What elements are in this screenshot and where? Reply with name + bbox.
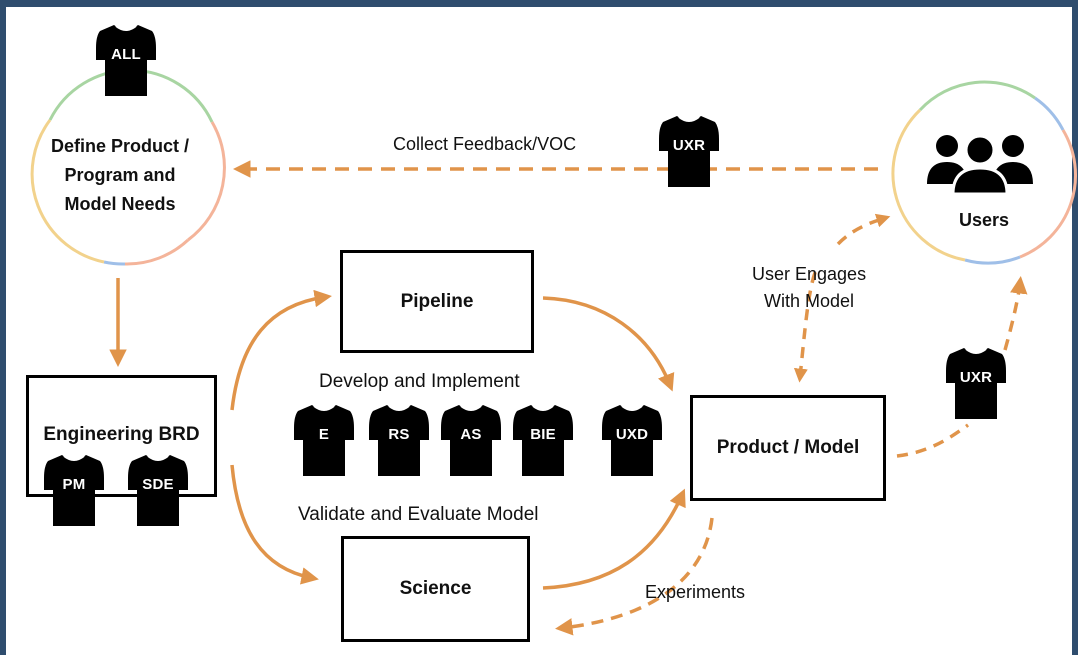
tshirt-icon	[128, 455, 188, 526]
brd-to-pipeline-arrow	[230, 289, 332, 411]
shirt-uxr-product: UXR	[942, 345, 1010, 423]
experiments-arrow	[555, 517, 714, 636]
shirt-pm-label: PM	[62, 476, 86, 493]
users-label: Users	[958, 210, 1010, 230]
shirt-rs: RS	[365, 402, 433, 480]
tshirt-icon	[513, 405, 573, 476]
pipeline-label: Pipeline	[400, 290, 474, 312]
science-to-product-arrow	[542, 488, 686, 590]
shirt-bie-label: BIE	[530, 426, 556, 443]
collect-feedback-label: Collect Feedback/VOC	[393, 134, 577, 154]
brd-to-science-arrow	[230, 464, 319, 585]
shirt-uxr-feedback-label: UXR	[672, 137, 706, 154]
tshirt-icon	[294, 405, 354, 476]
shirt-as: AS	[437, 402, 505, 480]
shirt-uxr-product-label: UXR	[959, 369, 993, 386]
tshirt-icon	[946, 348, 1006, 419]
develop-implement-label: Develop and Implement	[319, 371, 520, 392]
shirt-e-label: E	[318, 426, 330, 443]
product-model-label: Product / Model	[716, 437, 860, 458]
tshirt-icon	[602, 405, 662, 476]
engineering-brd-label: Engineering BRD	[43, 424, 200, 445]
product-to-users-arrow	[896, 283, 1020, 458]
shirt-uxd-label: UXD	[615, 426, 649, 443]
user-engages-line-2: With Model	[764, 291, 855, 311]
validate-evaluate-label: Validate and Evaluate Model	[298, 504, 539, 525]
pipeline-box: Pipeline	[340, 250, 534, 353]
tshirt-icon	[441, 405, 501, 476]
pipeline-to-product-arrow	[542, 296, 675, 392]
shirt-all: ALL	[92, 22, 160, 100]
users-group-icon	[925, 132, 1035, 196]
science-label: Science	[399, 578, 472, 599]
users-circle-ring	[891, 80, 1077, 265]
user-engages-line-1: User Engages	[752, 264, 867, 284]
product-model-box: Product / Model	[690, 395, 886, 501]
shirt-sde-label: SDE	[142, 476, 174, 493]
define-circle-ring	[30, 68, 226, 266]
shirt-bie: BIE	[509, 402, 577, 480]
define-line-3: Model Needs	[64, 194, 176, 214]
shirt-as-label: AS	[460, 426, 482, 443]
experiments-label: Experiments	[645, 582, 746, 602]
science-box: Science	[341, 536, 530, 642]
tshirt-icon	[44, 455, 104, 526]
shirt-sde: SDE	[124, 452, 192, 530]
shirt-all-label: ALL	[111, 46, 141, 63]
user-engages-label: User Engages With Model	[752, 261, 866, 315]
shirt-e: E	[290, 402, 358, 480]
tshirt-icon	[659, 116, 719, 187]
shirt-rs-label: RS	[388, 426, 410, 443]
tshirt-icon	[96, 25, 156, 96]
tshirt-icon	[369, 405, 429, 476]
shirt-uxd: UXD	[598, 402, 666, 480]
shirt-pm: PM	[40, 452, 108, 530]
shirt-uxr-feedback: UXR	[655, 113, 723, 191]
define-line-2: Program and	[64, 165, 176, 185]
user-engages-arrow	[800, 218, 885, 377]
define-product-label: Define Product / Program and Model Needs	[30, 132, 210, 219]
define-line-1: Define Product /	[50, 136, 189, 156]
